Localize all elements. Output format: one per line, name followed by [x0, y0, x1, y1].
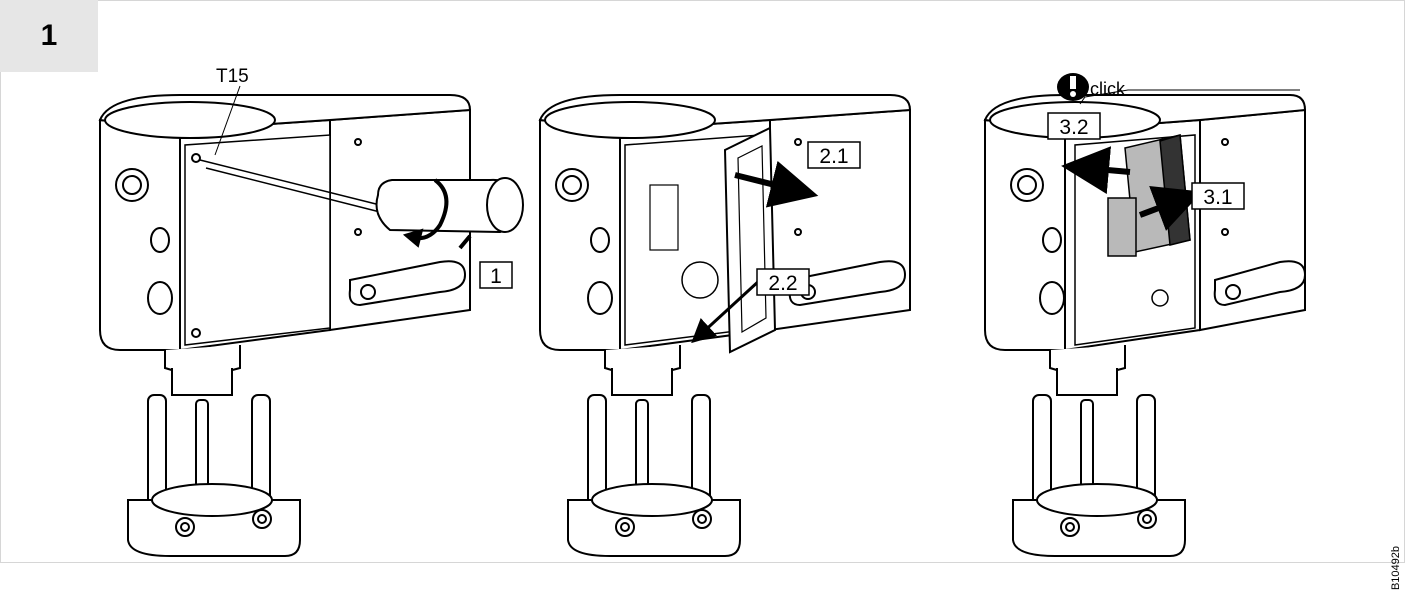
step-box-3-2: 3.2: [1047, 112, 1101, 140]
svg-text:2.1: 2.1: [819, 145, 848, 168]
tool-label-t15: T15: [216, 66, 249, 87]
svg-text:1: 1: [490, 265, 502, 288]
actuator-panel-1: [98, 94, 524, 557]
step-box-2-1: 2.1: [807, 141, 861, 169]
arrow-3-1: [1138, 185, 1203, 231]
arrow-3-2: [1061, 146, 1131, 195]
arrow-2-2: [691, 278, 762, 344]
arrow-2-1: [734, 160, 819, 208]
warning-icon: [1057, 73, 1089, 101]
step-box-1: 1: [479, 261, 513, 289]
step-box-3-1: 3.1: [1191, 182, 1245, 210]
figure-frame: [0, 0, 1405, 563]
step-box-2-2: 2.2: [756, 268, 810, 296]
figure-reference: B10492b: [1390, 546, 1402, 590]
step-number: 1: [40, 19, 58, 52]
svg-text:3.1: 3.1: [1203, 186, 1232, 209]
instruction-illustration: T15 1 2.1 2.2 click 3.2 3.1: [98, 66, 1307, 557]
click-label: click: [1090, 79, 1126, 99]
svg-text:3.2: 3.2: [1059, 116, 1088, 139]
step-number-tab: 1: [0, 0, 98, 72]
svg-text:2.2: 2.2: [768, 272, 797, 295]
